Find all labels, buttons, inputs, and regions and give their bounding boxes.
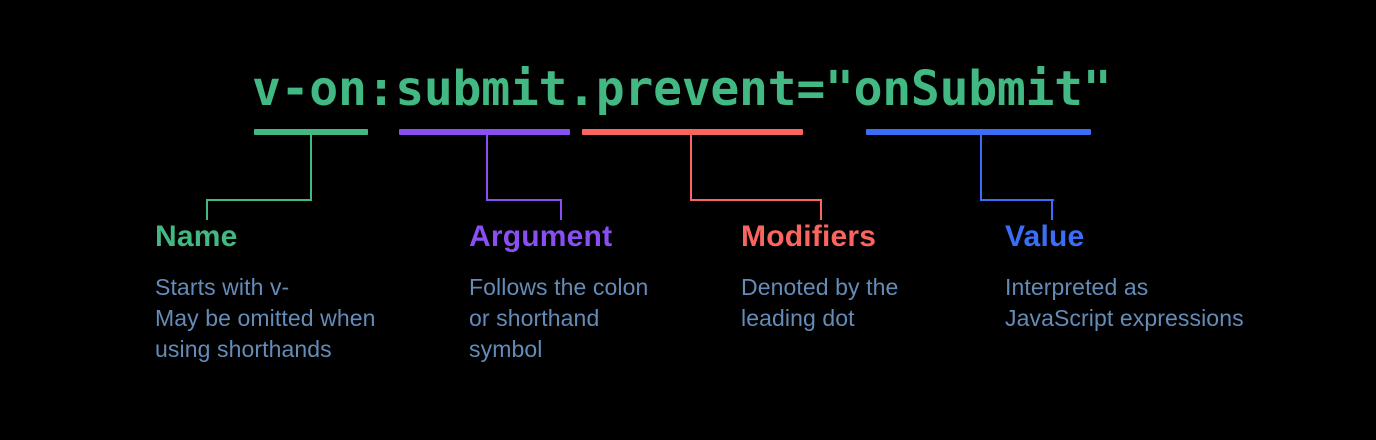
value-description-line: Interpreted as bbox=[1005, 274, 1149, 300]
name-description: Starts with v- May be omitted when using… bbox=[155, 272, 376, 365]
name-connector-drop bbox=[206, 199, 208, 220]
argument-underline-bar bbox=[399, 129, 570, 135]
value-description: Interpreted as JavaScript expressions bbox=[1005, 272, 1244, 334]
modifiers-connector-vertical bbox=[690, 135, 692, 201]
argument-description-line: symbol bbox=[469, 336, 543, 362]
argument-connector-vertical bbox=[486, 135, 488, 201]
name-connector-vertical bbox=[310, 135, 312, 201]
argument-connector-drop bbox=[560, 199, 562, 220]
value-connector-drop bbox=[1051, 199, 1053, 220]
value-connector-vertical bbox=[980, 135, 982, 201]
name-description-line: using shorthands bbox=[155, 336, 332, 362]
modifiers-connector-drop bbox=[820, 199, 822, 220]
value-connector-horizontal bbox=[980, 199, 1054, 201]
directive-code-line: v-on:submit.prevent="onSubmit" bbox=[252, 61, 1112, 117]
name-underline-bar bbox=[254, 129, 368, 135]
value-title: Value bbox=[1005, 220, 1085, 253]
argument-description-line: Follows the colon bbox=[469, 274, 649, 300]
name-description-line: May be omitted when bbox=[155, 305, 376, 331]
name-description-line: Starts with v- bbox=[155, 274, 290, 300]
name-connector-horizontal bbox=[206, 199, 312, 201]
modifiers-description-line: Denoted by the bbox=[741, 274, 899, 300]
argument-title: Argument bbox=[469, 220, 613, 253]
name-title: Name bbox=[155, 220, 238, 253]
argument-connector-horizontal bbox=[486, 199, 562, 201]
value-description-line: JavaScript expressions bbox=[1005, 305, 1244, 331]
argument-description-line: or shorthand bbox=[469, 305, 600, 331]
modifiers-description-line: leading dot bbox=[741, 305, 855, 331]
argument-description: Follows the colon or shorthand symbol bbox=[469, 272, 648, 365]
modifiers-underline-bar bbox=[582, 129, 803, 135]
modifiers-title: Modifiers bbox=[741, 220, 877, 253]
value-underline-bar bbox=[866, 129, 1091, 135]
modifiers-description: Denoted by the leading dot bbox=[741, 272, 898, 334]
modifiers-connector-horizontal bbox=[690, 199, 822, 201]
